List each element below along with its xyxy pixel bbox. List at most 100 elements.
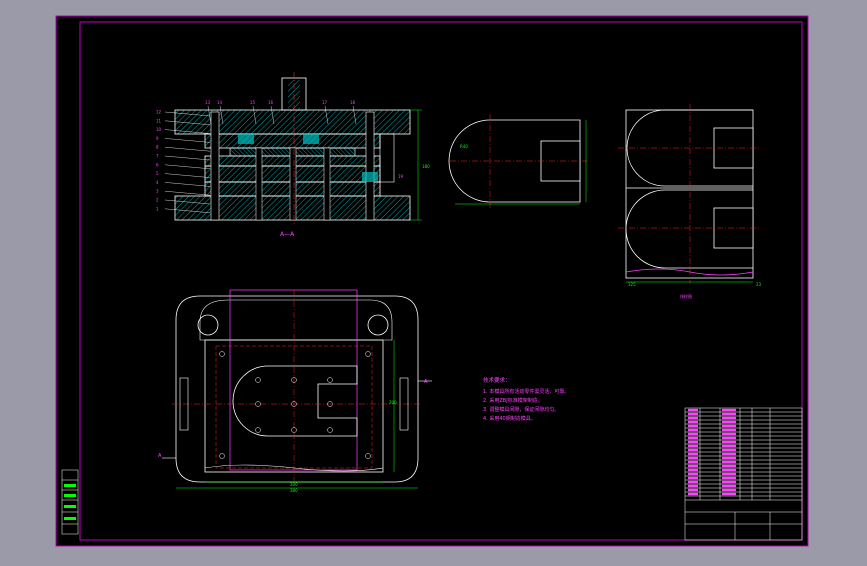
bom-cell-text	[722, 472, 736, 476]
technical-notes: 技术要求： 1. 本模具所有活动零件需灵活、可靠。 2. 采用ZBJ标准模架制造…	[483, 376, 569, 422]
leader-line	[164, 182, 211, 187]
strip-layout-label: 排样图	[680, 293, 692, 299]
bom-cell-text	[688, 488, 698, 492]
bom-cell-text	[688, 492, 698, 496]
bom-cell-text	[722, 488, 736, 492]
bom-cell-text	[722, 432, 736, 436]
leader-line	[164, 120, 211, 125]
outer-frame	[55, 15, 809, 547]
height-dimension: 180	[422, 164, 430, 169]
section-label: A—A	[280, 231, 295, 238]
bom-cell-text	[688, 436, 698, 440]
leader-line	[352, 105, 357, 125]
part-number-7: 7	[156, 154, 159, 159]
bom-cell-text	[688, 440, 698, 444]
leader-line	[164, 208, 211, 213]
part-view: R40	[448, 114, 590, 208]
bom-cell-text	[722, 468, 736, 472]
bom-cell-text	[688, 424, 698, 428]
leader-line	[164, 173, 211, 178]
part-number-18: 18	[350, 100, 356, 105]
part-number-leaders-left: 12 11 10 9 8 7 6 5 4 3 2 1	[156, 110, 211, 213]
bom-cell-text	[688, 416, 698, 420]
leader-line	[207, 105, 212, 125]
part-number-14: 14	[217, 100, 223, 105]
part-number-11: 11	[156, 118, 162, 123]
part-number-5: 5	[156, 171, 159, 176]
bom-cell-text	[688, 452, 698, 456]
strip-layout-view: 125 23 排样图	[618, 104, 762, 299]
plan-dim-base: 380	[290, 488, 298, 493]
bom-cell-text	[722, 452, 736, 456]
tech-line-2: 2. 采用ZBJ标准模架制造。	[483, 397, 543, 404]
title-block-bom	[684, 407, 803, 541]
bom-cell-text	[722, 492, 736, 496]
bom-cell-text	[688, 484, 698, 488]
bom-cell-text	[688, 456, 698, 460]
leader-line	[164, 138, 211, 143]
tech-title: 技术要求：	[483, 376, 511, 384]
part-number-15: 15	[250, 100, 256, 105]
bom-cell-text	[688, 468, 698, 472]
part-number-8: 8	[156, 145, 159, 150]
leader-line	[164, 111, 211, 117]
bom-cell-text	[688, 448, 698, 452]
bom-cell-text	[722, 420, 736, 424]
leader-line	[324, 105, 329, 125]
leader-line	[164, 147, 211, 152]
leader-line	[252, 105, 257, 125]
leader-line	[164, 164, 211, 169]
section-mark-left: A	[158, 453, 162, 459]
bom-cell-text	[722, 424, 736, 428]
tech-line-1: 1. 本模具所有活动零件需灵活、可靠。	[483, 388, 569, 395]
bom-cell-text	[688, 460, 698, 464]
part-number-1: 1	[156, 206, 159, 211]
part-number-4: 4	[156, 180, 159, 185]
leader-line	[164, 191, 211, 196]
bom-cell-text	[688, 444, 698, 448]
bom-cell-text	[722, 464, 736, 468]
bom-cell-text	[722, 484, 736, 488]
tech-line-3: 3. 调整模具间隙，保证间隙均匀。	[483, 406, 559, 413]
part-number-3: 3	[156, 189, 159, 194]
part-number-17: 17	[322, 100, 328, 105]
leader-line	[164, 129, 211, 134]
bom-cell-text	[722, 476, 736, 480]
part-number-16: 16	[268, 100, 274, 105]
part-number-9: 9	[156, 136, 159, 141]
bom-cell-text	[722, 428, 736, 432]
bom-cell-text	[688, 428, 698, 432]
part-number-12: 12	[156, 110, 162, 115]
drawing-background	[56, 16, 808, 546]
bom-cell-text	[722, 480, 736, 484]
bom-cell-text	[722, 440, 736, 444]
part-radius-dim: R40	[460, 144, 468, 149]
plan-dim-width: 300	[290, 482, 298, 487]
leader-line	[164, 199, 211, 205]
leader-line	[164, 155, 211, 161]
section-mark-right: A	[424, 379, 428, 385]
plan-view: 300 380 200 A A	[158, 289, 432, 493]
part-number-19: 19	[398, 174, 404, 179]
bom-cell-text	[722, 436, 736, 440]
tech-line-4: 4. 采用40钢制造模具。	[483, 415, 536, 422]
bom-cell-text	[722, 448, 736, 452]
part-number-10: 10	[156, 127, 162, 132]
bom-cell-text	[722, 456, 736, 460]
left-strip-table	[61, 469, 79, 535]
part-number-6: 6	[156, 162, 159, 167]
bom-cell-text	[688, 480, 698, 484]
plan-dim-side: 200	[389, 400, 397, 405]
bom-cell-text	[722, 412, 736, 416]
inner-frame	[79, 21, 803, 541]
leader-line	[219, 105, 224, 125]
part-number-2: 2	[156, 198, 159, 203]
bom-cell-text	[722, 416, 736, 420]
bom-cell-text	[688, 412, 698, 416]
strip-dim-right: 23	[756, 282, 762, 287]
bom-cell-text	[688, 476, 698, 480]
